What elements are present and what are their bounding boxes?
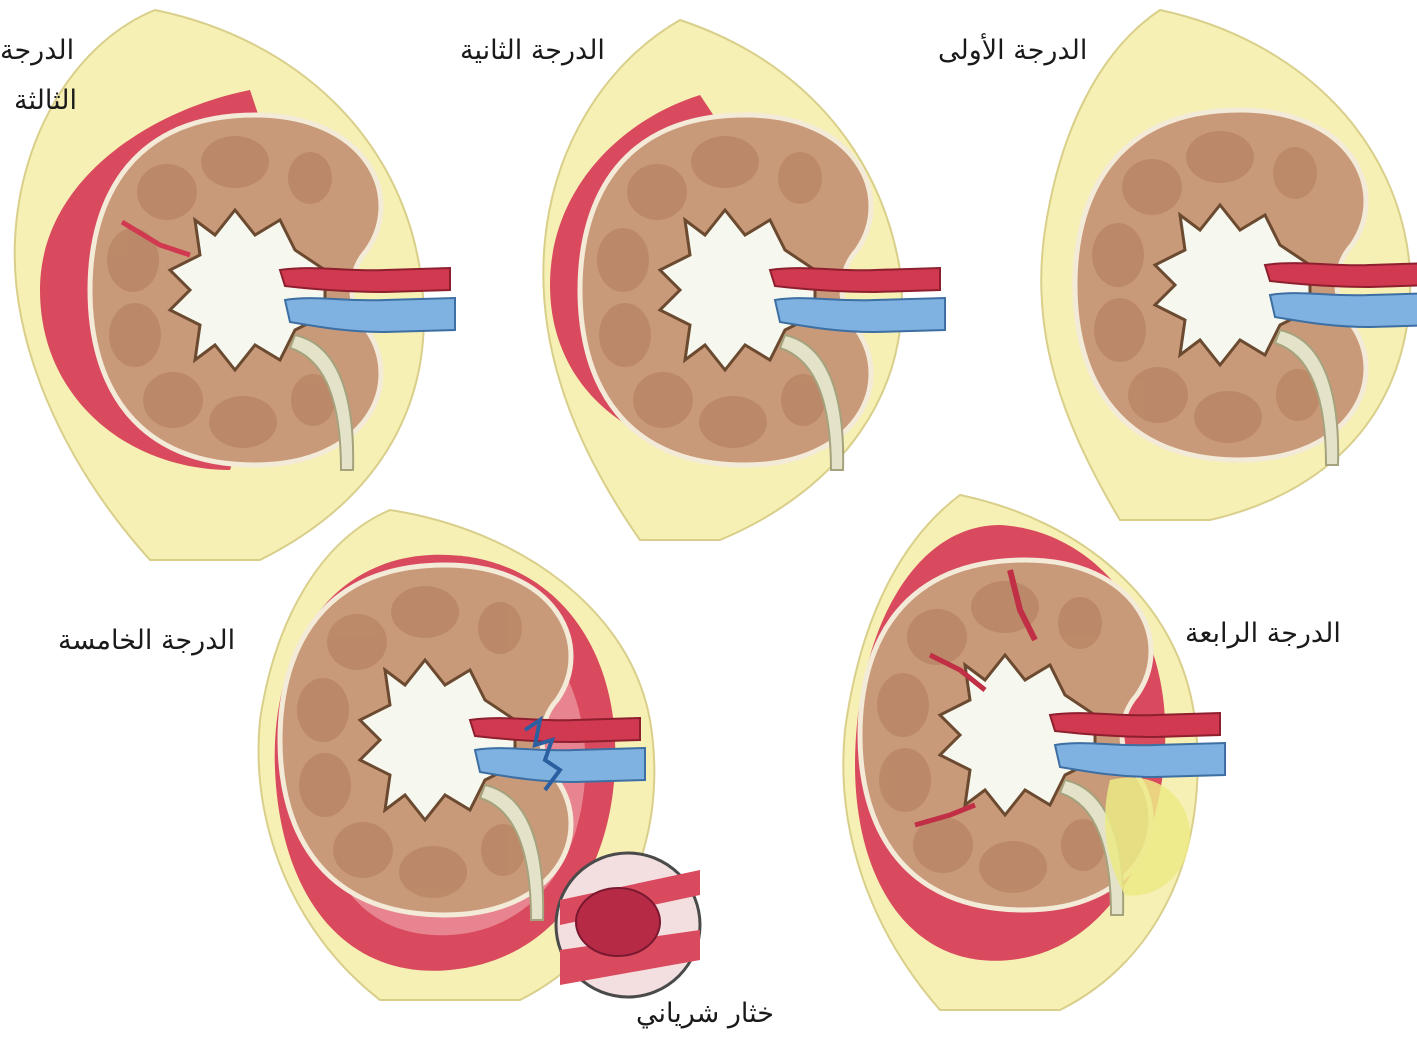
grade-4-label: الدرجة الرابعة <box>1185 618 1341 649</box>
grade-5-illustration <box>257 508 702 1001</box>
deep-laceration <box>1007 569 1038 642</box>
grade-2-illustration <box>542 18 945 541</box>
urine-extravasation <box>1105 777 1191 896</box>
vessel-rupture <box>523 715 563 792</box>
grade-1-label: الدرجة الأولى <box>938 35 1088 66</box>
arterial-thrombus-label: خثار شرياني <box>636 998 774 1029</box>
arterial-thrombus-inset <box>554 851 702 999</box>
grade-3-label-line2: الثالثة <box>14 85 77 116</box>
grade-3-label-line1: الدرجة <box>0 35 75 66</box>
grade-5-label: الدرجة الخامسة <box>58 625 236 656</box>
grade-3-illustration <box>13 8 455 561</box>
kidney <box>580 115 945 470</box>
grade-2-label: الدرجة الثانية <box>460 35 605 66</box>
grade-4-illustration <box>842 493 1225 1011</box>
subcapsular-hematoma <box>40 90 260 470</box>
cortical-laceration <box>120 219 191 258</box>
grade-1-illustration <box>1040 8 1417 521</box>
thrombus <box>575 887 661 957</box>
deep-laceration <box>928 652 987 692</box>
deep-laceration <box>914 802 976 828</box>
